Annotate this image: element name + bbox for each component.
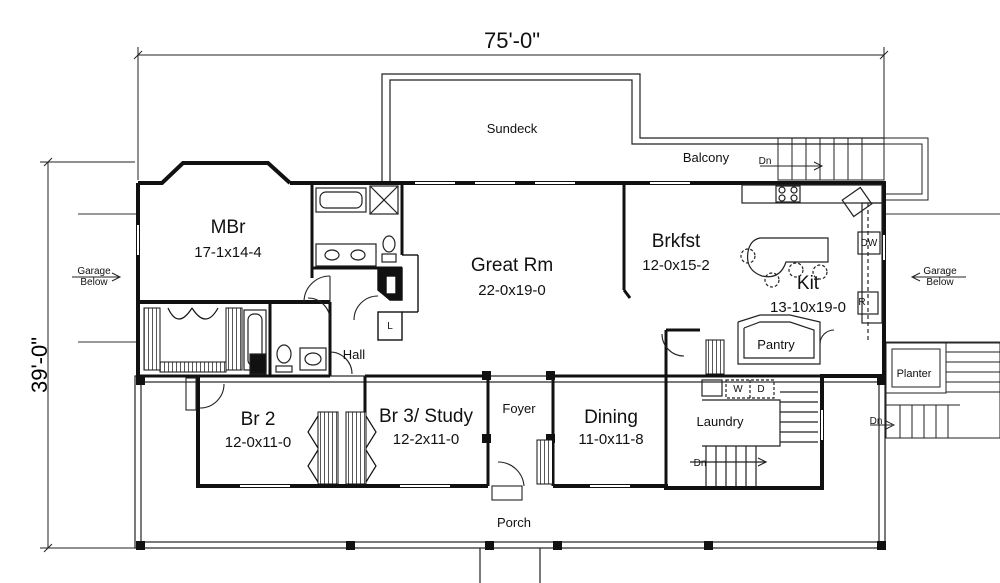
planter-and-stairs: [870, 342, 1000, 439]
garage-lines: [78, 213, 1000, 343]
dining-size: 11-0x11-8: [578, 431, 644, 448]
dining-name: Dining: [584, 407, 638, 428]
width-dimension-label: 75'-0": [483, 28, 541, 53]
kitchen-fixtures: [737, 184, 883, 365]
mbr-size: 17-1x14-4: [194, 244, 262, 261]
width-dimension-line: [133, 47, 889, 180]
fireplace: [377, 254, 419, 341]
garage-below-left: Garage Below: [77, 266, 110, 288]
great-rm-size: 22-0x19-0: [478, 282, 546, 299]
laundry-label: Laundry: [696, 414, 744, 429]
closet-bifold-doors: [167, 307, 377, 483]
kit-size: 13-10x19-0: [770, 299, 846, 316]
garage-left-line2: Below: [80, 277, 108, 288]
planter-label: Planter: [896, 368, 932, 380]
refrigerator-label: R: [858, 297, 866, 308]
laundry-fixtures: [690, 379, 818, 486]
dn-laundry: Dn: [693, 458, 707, 469]
dishwasher-label: DW: [860, 238, 878, 249]
dryer-label: D: [757, 384, 765, 395]
sundeck-outline: [381, 73, 884, 183]
windows: [137, 182, 885, 487]
br3-size: 12-2x11-0: [392, 431, 460, 448]
porch-label: Porch: [497, 515, 531, 530]
dn-right-stairs: Dn: [869, 416, 883, 427]
dn-balcony: Dn: [758, 156, 772, 167]
br3-name: Br 3/ Study: [379, 406, 473, 427]
mbr-name: MBr: [210, 217, 246, 238]
garage-left-line1: Garage: [77, 266, 111, 277]
great-rm-name: Great Rm: [470, 255, 554, 276]
closets: [143, 307, 725, 485]
garage-right-line2: Below: [926, 277, 954, 288]
balcony-label: Balcony: [682, 150, 730, 165]
br2-size: 12-0x11-0: [224, 434, 292, 451]
hall-label: Hall: [342, 347, 366, 362]
sundeck-label: Sundeck: [486, 121, 538, 136]
brkfst-size: 12-0x15-2: [642, 257, 710, 274]
door-swings: [185, 275, 835, 501]
kit-name: Kit: [796, 273, 820, 294]
br2-name: Br 2: [240, 409, 276, 430]
foyer-label: Foyer: [502, 401, 536, 416]
garage-right-line1: Garage: [923, 266, 957, 277]
washer-label: W: [733, 384, 743, 395]
pantry-label: Pantry: [757, 337, 795, 352]
balcony-stairs: [760, 137, 929, 201]
linen-label: L: [387, 321, 393, 332]
brkfst-name: Brkfst: [651, 231, 701, 252]
depth-dimension-line: [40, 157, 135, 553]
bath-fixtures: [243, 185, 399, 375]
garage-below-right: Garage Below: [923, 266, 956, 288]
porch: [134, 375, 886, 583]
